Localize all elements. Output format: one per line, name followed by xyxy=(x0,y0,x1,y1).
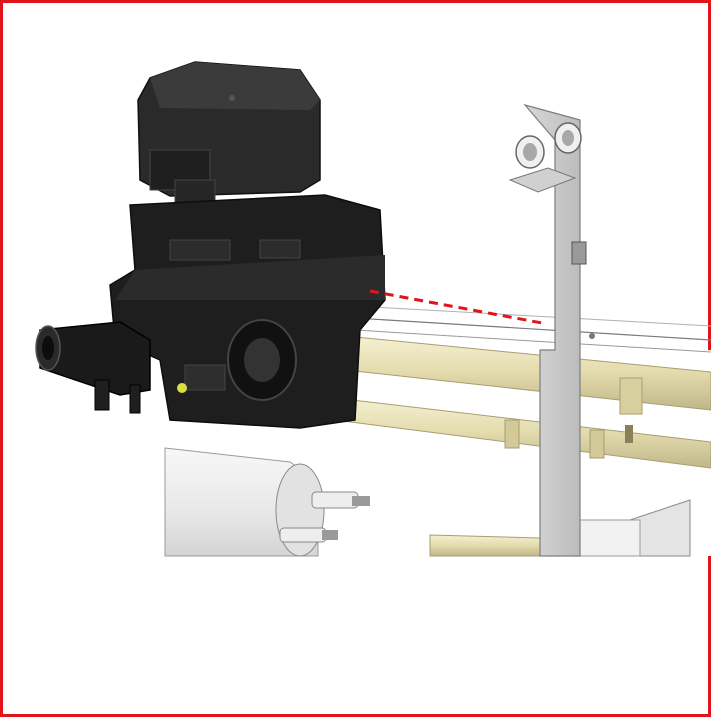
pipe-rails xyxy=(334,335,711,557)
pump-motor-assembly xyxy=(35,61,386,429)
tank-cylinder xyxy=(164,447,370,557)
mounting-bracket xyxy=(508,103,595,557)
hose-connector xyxy=(35,321,151,414)
clamp-top xyxy=(508,122,582,193)
side-plate xyxy=(564,499,691,557)
alignment-guide-line xyxy=(369,289,543,325)
